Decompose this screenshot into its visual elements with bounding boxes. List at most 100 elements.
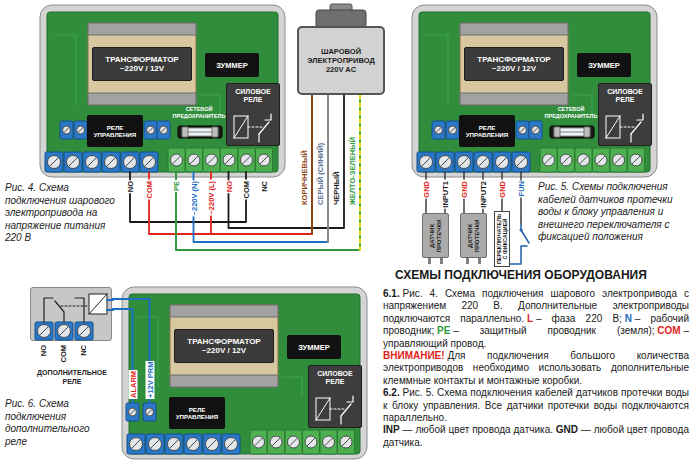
terminal-screw — [630, 154, 642, 166]
terminal-block — [140, 152, 158, 172]
terminal-label: GND — [498, 180, 507, 199]
relay-coil — [234, 116, 248, 138]
body-text: GND — [556, 424, 578, 435]
terminal-block — [126, 403, 139, 421]
terminal-screw — [560, 154, 572, 166]
transformer-label: ТРАНСФОРМАТОР ~220V / 12V — [464, 47, 564, 81]
housing — [122, 287, 367, 459]
pcb — [129, 294, 360, 454]
terminal-screw — [225, 438, 238, 451]
screw-slot — [615, 156, 622, 163]
screw-slot — [545, 156, 552, 163]
terminal-label: +12V PRM — [145, 361, 154, 399]
terminal-label: COM — [145, 180, 154, 200]
screw-slot — [50, 158, 58, 166]
relay-link — [620, 127, 635, 128]
terminal-screw — [143, 156, 156, 169]
text-column: 6.1.Рис. 4. Схема подключения шарового э… — [383, 288, 689, 449]
terminal-screw — [258, 154, 270, 166]
relay-symbol — [31, 288, 113, 342]
terminal-block — [474, 152, 492, 172]
screw-slot — [460, 158, 468, 166]
screw-slot — [533, 128, 538, 133]
terminal-block — [165, 434, 183, 454]
terminal-block — [55, 322, 73, 340]
relay-coil — [89, 294, 107, 314]
power-relay-box: СИЛОВОЕ РЕЛЕ — [226, 83, 280, 146]
relay-contact — [630, 134, 631, 142]
power-relay-box: СИЛОВОЕ РЕЛЕ — [308, 365, 362, 428]
terminal-block — [610, 148, 627, 172]
terminal-screw — [496, 156, 509, 169]
terminal-label: NO — [126, 180, 135, 193]
terminal-block — [35, 322, 53, 340]
terminal-block — [184, 434, 202, 454]
buzzer-box: ЗУММЕР — [287, 335, 341, 359]
terminal-block — [250, 430, 267, 454]
terminal-screw — [613, 154, 625, 166]
terminal-block — [320, 430, 337, 454]
terminal-label: GND — [460, 180, 469, 199]
terminal-block — [455, 152, 473, 172]
terminal-screw — [38, 325, 51, 338]
screw-slot — [580, 156, 587, 163]
terminal-screw — [288, 436, 300, 448]
terminal-block — [146, 434, 164, 454]
terminal-screw — [124, 156, 137, 169]
terminal-block — [436, 152, 454, 172]
terminal-block — [144, 121, 157, 139]
terminal-block — [540, 148, 557, 172]
transformer-label: ТРАНСФОРМАТОР ~220V / 12V — [92, 47, 192, 81]
terminal-screw — [63, 126, 71, 134]
paragraph: ВНИМАНИЕ!Для подключения большого количе… — [383, 350, 689, 387]
terminal-screw — [223, 154, 235, 166]
terminal-block — [575, 148, 592, 172]
terminal-screw — [439, 156, 452, 169]
terminal-block — [74, 121, 87, 139]
terminal-screw — [67, 156, 80, 169]
wire — [107, 299, 113, 301]
terminal-screw — [146, 408, 154, 416]
component-label: ТРАНСФОРМАТОР ~220V / 12V — [472, 55, 556, 74]
terminal-block — [417, 152, 435, 172]
switch-symbol — [521, 230, 529, 243]
terminal-screw — [77, 126, 85, 134]
relay-contact — [75, 298, 84, 322]
switch-pivot — [520, 229, 523, 232]
screw-slot — [107, 158, 115, 166]
component-heading: ДОПОЛНИТЕЛЬНОЕ РЕЛЕ — [31, 369, 113, 386]
terminal-screw — [78, 325, 91, 338]
body-text: ВНИМАНИЕ! — [383, 350, 445, 361]
relay-link — [61, 306, 89, 307]
terminal-block — [221, 148, 238, 172]
relay-contact — [341, 404, 351, 416]
body-text: COM — [657, 325, 680, 336]
component-label: СИЛОВОЕ РЕЛЕ — [229, 88, 277, 104]
relay-contact — [55, 301, 64, 322]
screw-slot — [69, 158, 77, 166]
control-relay-box: РЕЛЕ УПРАВЛЕНИЯ — [459, 115, 515, 147]
pcb-trace — [54, 35, 76, 105]
relay-contact — [340, 416, 341, 424]
screw-slot — [132, 440, 140, 448]
fuse-wire — [188, 132, 212, 133]
terminal-screw — [340, 436, 352, 448]
terminal-screw — [515, 156, 528, 169]
screw-slot — [173, 156, 180, 163]
wire-color-label: ЧЕРНЫЙ — [332, 171, 341, 206]
fuse-cap — [584, 127, 590, 137]
component-label: ДАТЧИК ПРОТЕЧКИ — [467, 215, 481, 256]
terminal-screw — [458, 156, 471, 169]
screw-slot — [147, 410, 152, 415]
component-label: СЕТЕВОЙ ПРЕДОХРАНИТЕЛЬ — [171, 106, 227, 120]
component-label: ЗУММЕР — [216, 61, 248, 70]
heading: СХЕМЫ ПОДКЛЮЧЕНИЯ ОБОРУДОВАНИЯ — [395, 268, 647, 282]
transformer-core — [170, 375, 278, 387]
terminal-screw — [420, 156, 433, 169]
wire — [311, 95, 313, 234]
transformer-core — [460, 93, 568, 105]
screw-slot — [562, 156, 569, 163]
terminal-screw — [58, 325, 71, 338]
screw-slot — [170, 440, 178, 448]
screw-slot — [208, 440, 216, 448]
